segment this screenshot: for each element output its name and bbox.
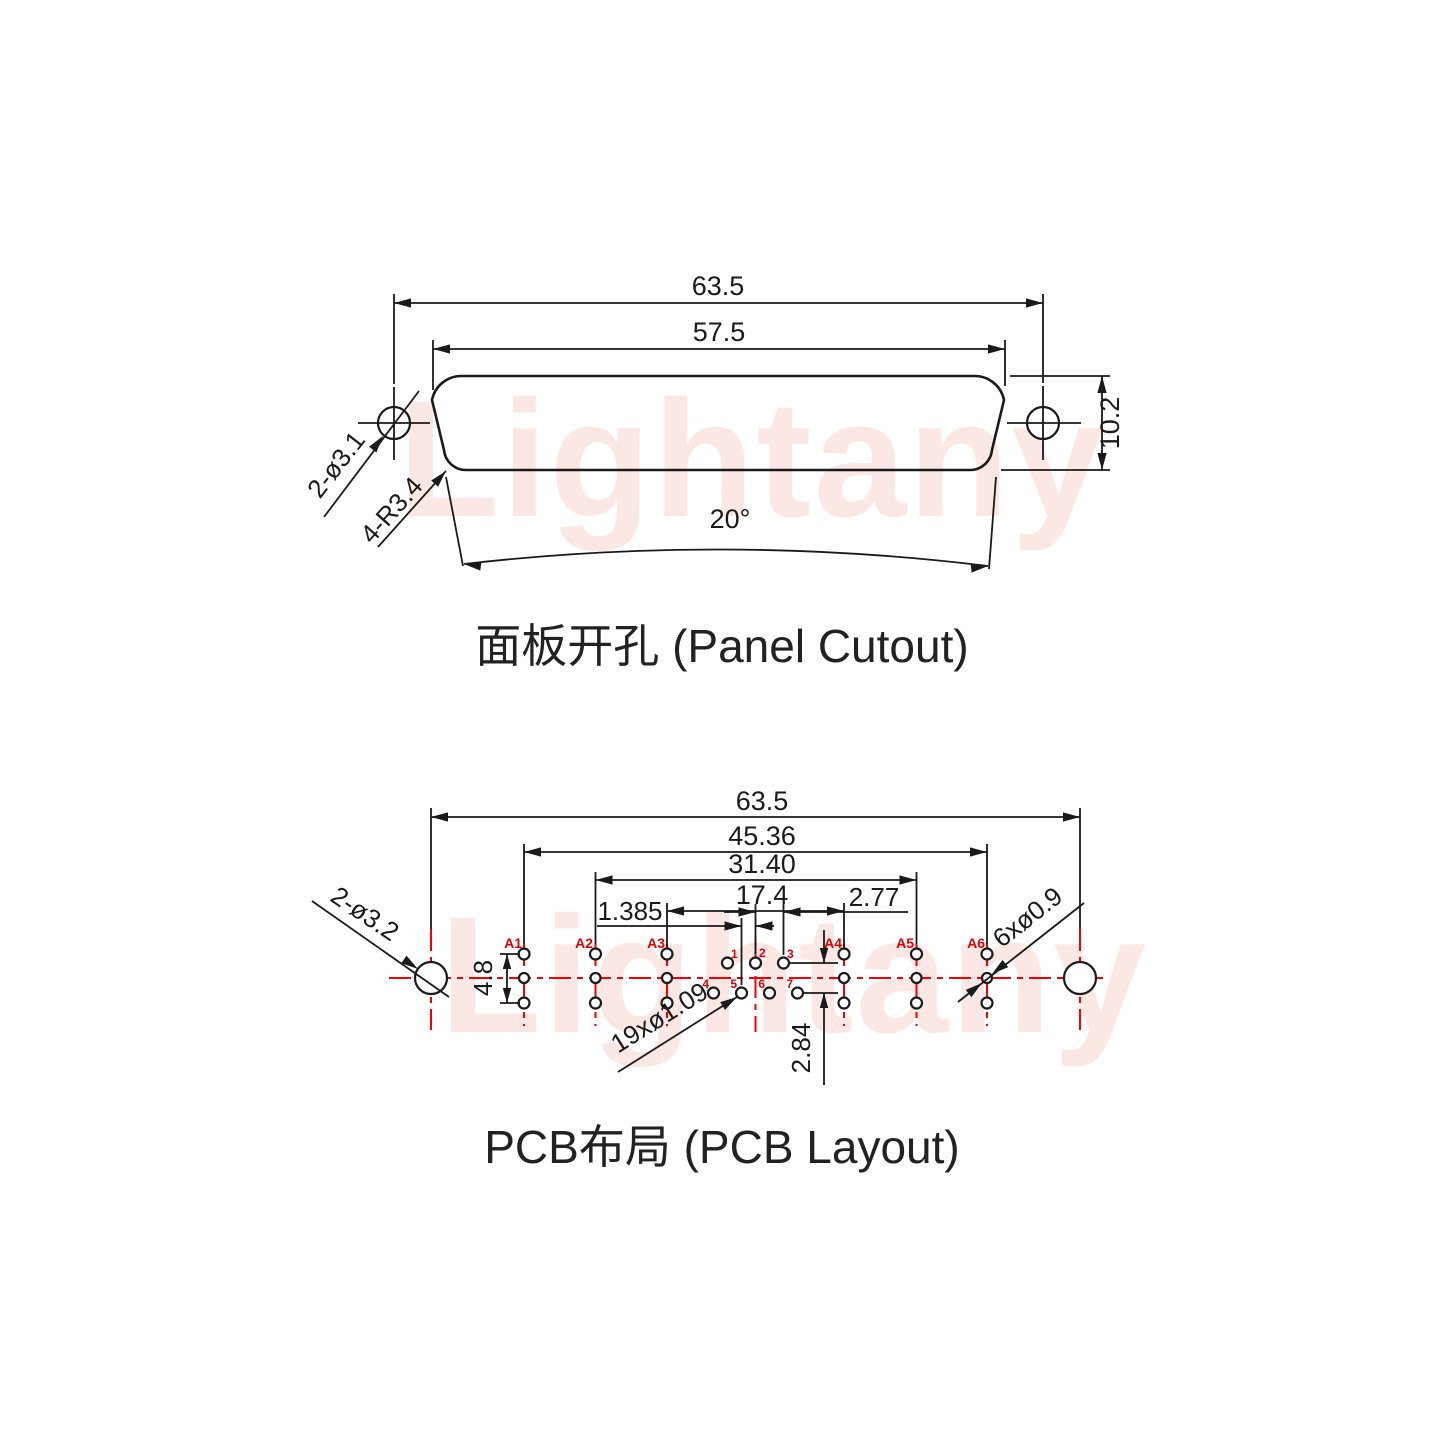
label-pin-4: 4: [702, 977, 709, 991]
dim-text-63-5: 63.5: [736, 786, 789, 816]
pin-1: [720, 956, 735, 970]
panel-dim-57-5: 57.5: [432, 317, 1006, 390]
extension-lines: [430, 808, 1081, 985]
dim-text-1-385: 1.385: [597, 896, 662, 926]
pin-number-labels: 1 2 3 4 5 6 7: [702, 946, 794, 991]
pcb-layout-drawing: A1 A2 A3 A4 A5 A6 1 2 3 4 5 6 7: [311, 786, 1103, 1173]
label-a1: A1: [504, 935, 522, 951]
coax-column-a2: [588, 947, 603, 1010]
panel-angle-20: 20°: [445, 476, 997, 573]
pcb-dim-63-5: 63.5: [431, 786, 1080, 822]
dim-text-45-36: 45.36: [728, 821, 796, 851]
coax-column-a5: [909, 947, 924, 1010]
pin-6: [762, 986, 777, 1000]
dim-text-31-40: 31.40: [728, 849, 796, 879]
label-a6: A6: [967, 935, 985, 951]
watermark-top: Lightany: [398, 367, 1106, 552]
signal-pins: [706, 956, 805, 1000]
dim-text-17-4: 17.4: [736, 880, 789, 910]
leader-text-2-d3-2: 2-ø3.2: [325, 880, 404, 947]
cutout-outline: [430, 374, 1006, 472]
pcb-dim-1-385: 1.385: [597, 896, 774, 931]
dim-text-2-77: 2.77: [849, 882, 900, 912]
dim-text-4-8: 4.8: [468, 960, 498, 996]
dim-text-63-5: 63.5: [692, 271, 745, 301]
pin-2: [748, 956, 763, 970]
panel-dim-63-5: 63.5: [393, 271, 1044, 384]
pcb-mount-hole-left: [413, 960, 449, 996]
label-a2: A2: [575, 935, 593, 951]
pcb-dim-2-77: 2.77: [724, 882, 908, 917]
pin-4: [706, 986, 721, 1000]
dim-text-10-2: 10.2: [1095, 397, 1125, 450]
label-a5: A5: [896, 935, 914, 951]
label-pin-7: 7: [786, 977, 793, 991]
panel-cutout-title: 面板开孔 (Panel Cutout): [475, 620, 968, 672]
pcb-dim-31-40: 31.40: [595, 849, 917, 885]
pcb-dim-17-4: 17.4: [667, 880, 844, 916]
label-pin-3: 3: [787, 947, 794, 961]
angle-text: 20°: [710, 504, 751, 534]
label-pin-6: 6: [758, 977, 765, 991]
pcb-dim-4-8: 4.8: [468, 953, 520, 1004]
label-pin-1: 1: [731, 947, 738, 961]
label-pin-5: 5: [730, 977, 737, 991]
dim-text-2-84: 2.84: [786, 1023, 816, 1074]
pin-7: [790, 986, 805, 1000]
coax-column-a3: [660, 947, 674, 1010]
label-a4: A4: [824, 935, 842, 951]
coax-column-a6: [980, 947, 994, 1010]
panel-mount-hole-right: [1007, 386, 1081, 460]
label-a3: A3: [647, 935, 665, 951]
coax-column-a1: [517, 947, 531, 1010]
dim-text-57-5: 57.5: [693, 317, 746, 347]
label-pin-2: 2: [759, 946, 766, 960]
leader-text-2-d3-1: 2-ø3.1: [301, 426, 371, 504]
pcb-dim-2-84: 2.84: [786, 930, 838, 1085]
pcb-layout-title: PCB布局 (PCB Layout): [484, 1121, 959, 1173]
pin-5: [734, 986, 749, 1000]
coax-column-a4: [837, 947, 851, 1010]
coax-labels: A1 A2 A3 A4 A5 A6: [504, 935, 985, 951]
pcb-dim-45-36: 45.36: [524, 821, 987, 857]
panel-dim-10-2: 10.2: [1001, 375, 1125, 471]
pcb-mount-hole-right: [1062, 960, 1098, 996]
